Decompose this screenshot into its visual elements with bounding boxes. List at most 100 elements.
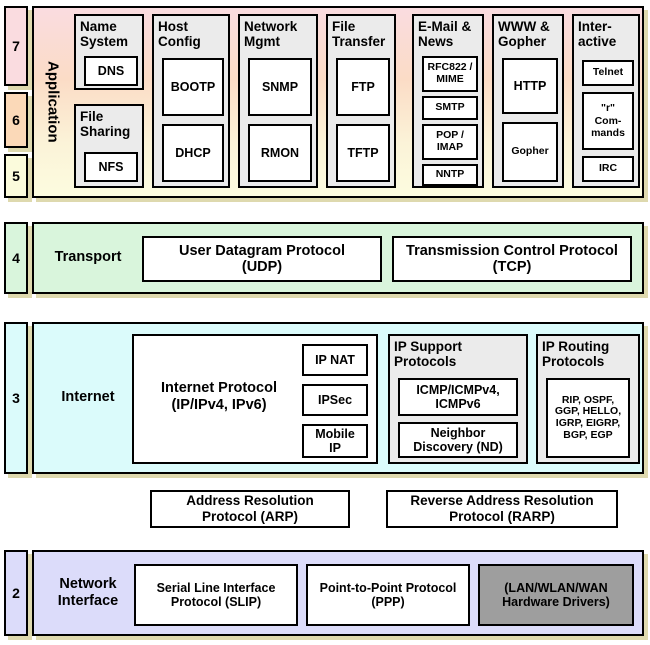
category-interactive: Inter-active Telnet "r"Com-mands IRC xyxy=(572,14,640,188)
protocol-icmp[interactable]: ICMP/ICMPv4,ICMPv6 xyxy=(398,378,518,416)
protocol-ipsec[interactable]: IPSec xyxy=(302,384,368,416)
osi-layer-number-2-label: 2 xyxy=(12,585,20,601)
protocol-routing-list-label: RIP, OSPF,GGP, HELLO,IGRP, EIGRP,BGP, EG… xyxy=(554,393,622,441)
category-host-config: Host Config BOOTP DHCP xyxy=(152,14,230,188)
protocol-icmp-label: ICMP/ICMPv4,ICMPv6 xyxy=(416,383,500,411)
osi-layer-number-6: 6 xyxy=(4,92,28,148)
protocol-dhcp[interactable]: DHCP xyxy=(162,124,224,182)
protocol-ppp-label: Point-to-Point Protocol(PPP) xyxy=(319,581,457,609)
protocol-bootp-label: BOOTP xyxy=(170,80,216,94)
protocol-tftp-label: TFTP xyxy=(347,146,379,160)
protocol-dhcp-label: DHCP xyxy=(175,146,211,160)
protocol-r-commands[interactable]: "r"Com-mands xyxy=(582,92,634,150)
category-network-mgmt-title: Network Mgmt xyxy=(244,19,298,50)
protocol-udp[interactable]: User Datagram Protocol(UDP) xyxy=(142,236,382,282)
protocol-gopher-label: Gopher xyxy=(511,145,549,158)
category-email-news-title: E-Mail & News xyxy=(418,19,472,50)
protocol-nntp[interactable]: NNTP xyxy=(422,164,478,186)
category-name-system: Name System DNS xyxy=(74,14,144,90)
protocol-nntp-label: NNTP xyxy=(435,168,465,181)
internet-layer-name: Internet xyxy=(61,389,115,406)
protocol-pop-imap[interactable]: POP / IMAP xyxy=(422,124,478,160)
protocol-rfc822-mime[interactable]: RFC822 / MIME xyxy=(422,56,478,92)
category-email-news: E-Mail & News RFC822 / MIME SMTP POP / I… xyxy=(412,14,484,188)
protocol-udp-label: User Datagram Protocol(UDP) xyxy=(179,242,345,275)
osi-layer-number-7-label: 7 xyxy=(12,38,20,54)
protocol-rmon[interactable]: RMON xyxy=(248,124,312,182)
protocol-ip-nat[interactable]: IP NAT xyxy=(302,344,368,376)
protocol-bootp[interactable]: BOOTP xyxy=(162,58,224,116)
protocol-rfc822-mime-label: RFC822 / MIME xyxy=(427,61,473,85)
category-www-gopher-title: WWW & Gopher xyxy=(498,19,550,50)
protocol-rmon-label: RMON xyxy=(260,146,300,160)
protocol-http-label: HTTP xyxy=(513,79,547,93)
protocol-routing-list[interactable]: RIP, OSPF,GGP, HELLO,IGRP, EIGRP,BGP, EG… xyxy=(546,378,630,458)
protocol-ipsec-label: IPSec xyxy=(317,393,353,407)
transport-layer-band: Transport User Datagram Protocol(UDP) Tr… xyxy=(32,222,644,294)
protocol-smtp-label: SMTP xyxy=(435,101,465,114)
category-file-transfer-title: File Transfer xyxy=(332,19,386,50)
osi-layer-number-5: 5 xyxy=(4,154,28,198)
category-file-sharing-title: File Sharing xyxy=(80,109,131,140)
osi-layer-number-5-label: 5 xyxy=(12,168,20,184)
protocol-irc-label: IRC xyxy=(598,162,618,175)
protocol-irc[interactable]: IRC xyxy=(582,156,634,182)
application-layer-band: Application Name System DNS File Sharing… xyxy=(32,6,644,198)
protocol-telnet-label: Telnet xyxy=(592,66,624,79)
transport-layer-name: Transport xyxy=(54,249,122,266)
protocol-ftp[interactable]: FTP xyxy=(336,58,390,116)
protocol-tftp[interactable]: TFTP xyxy=(336,124,390,182)
protocol-tcp[interactable]: Transmission Control Protocol(TCP) xyxy=(392,236,632,282)
osi-layer-number-4-label: 4 xyxy=(12,250,20,266)
protocol-ftp-label: FTP xyxy=(351,80,375,94)
protocol-smtp[interactable]: SMTP xyxy=(422,96,478,120)
protocol-pop-imap-label: POP / IMAP xyxy=(436,129,464,153)
osi-layer-number-2: 2 xyxy=(4,550,28,636)
osi-layer-number-3: 3 xyxy=(4,322,28,474)
osi-layer-number-3-label: 3 xyxy=(12,390,20,406)
protocol-tcp-label: Transmission Control Protocol(TCP) xyxy=(406,242,618,275)
protocol-dns-label: DNS xyxy=(97,64,125,78)
protocol-nfs[interactable]: NFS xyxy=(84,152,138,182)
category-file-transfer: File Transfer FTP TFTP xyxy=(326,14,396,188)
protocol-snmp-label: SNMP xyxy=(261,80,299,94)
category-name-system-title: Name System xyxy=(80,19,129,50)
protocol-ip-container: Internet Protocol(IP/IPv4, IPv6) IP NAT … xyxy=(132,334,378,464)
protocol-ppp[interactable]: Point-to-Point Protocol(PPP) xyxy=(306,564,470,626)
protocol-gopher[interactable]: Gopher xyxy=(502,122,558,182)
osi-layer-number-4: 4 xyxy=(4,222,28,294)
protocol-ip-nat-label: IP NAT xyxy=(315,353,355,367)
category-interactive-title: Inter-active xyxy=(578,19,617,50)
protocol-http[interactable]: HTTP xyxy=(502,58,558,114)
protocol-ip-label: Internet Protocol(IP/IPv4, IPv6) xyxy=(160,380,277,414)
protocol-nfs-label: NFS xyxy=(98,160,124,174)
osi-layer-number-6-label: 6 xyxy=(12,112,20,128)
protocol-dns[interactable]: DNS xyxy=(84,56,138,86)
osi-layer-number-7: 7 xyxy=(4,6,28,86)
category-www-gopher: WWW & Gopher HTTP Gopher xyxy=(492,14,564,188)
category-file-sharing: File Sharing NFS xyxy=(74,104,144,188)
category-network-mgmt: Network Mgmt SNMP RMON xyxy=(238,14,318,188)
protocol-snmp[interactable]: SNMP xyxy=(248,58,312,116)
category-host-config-title: Host Config xyxy=(158,19,201,50)
protocol-telnet[interactable]: Telnet xyxy=(582,60,634,86)
